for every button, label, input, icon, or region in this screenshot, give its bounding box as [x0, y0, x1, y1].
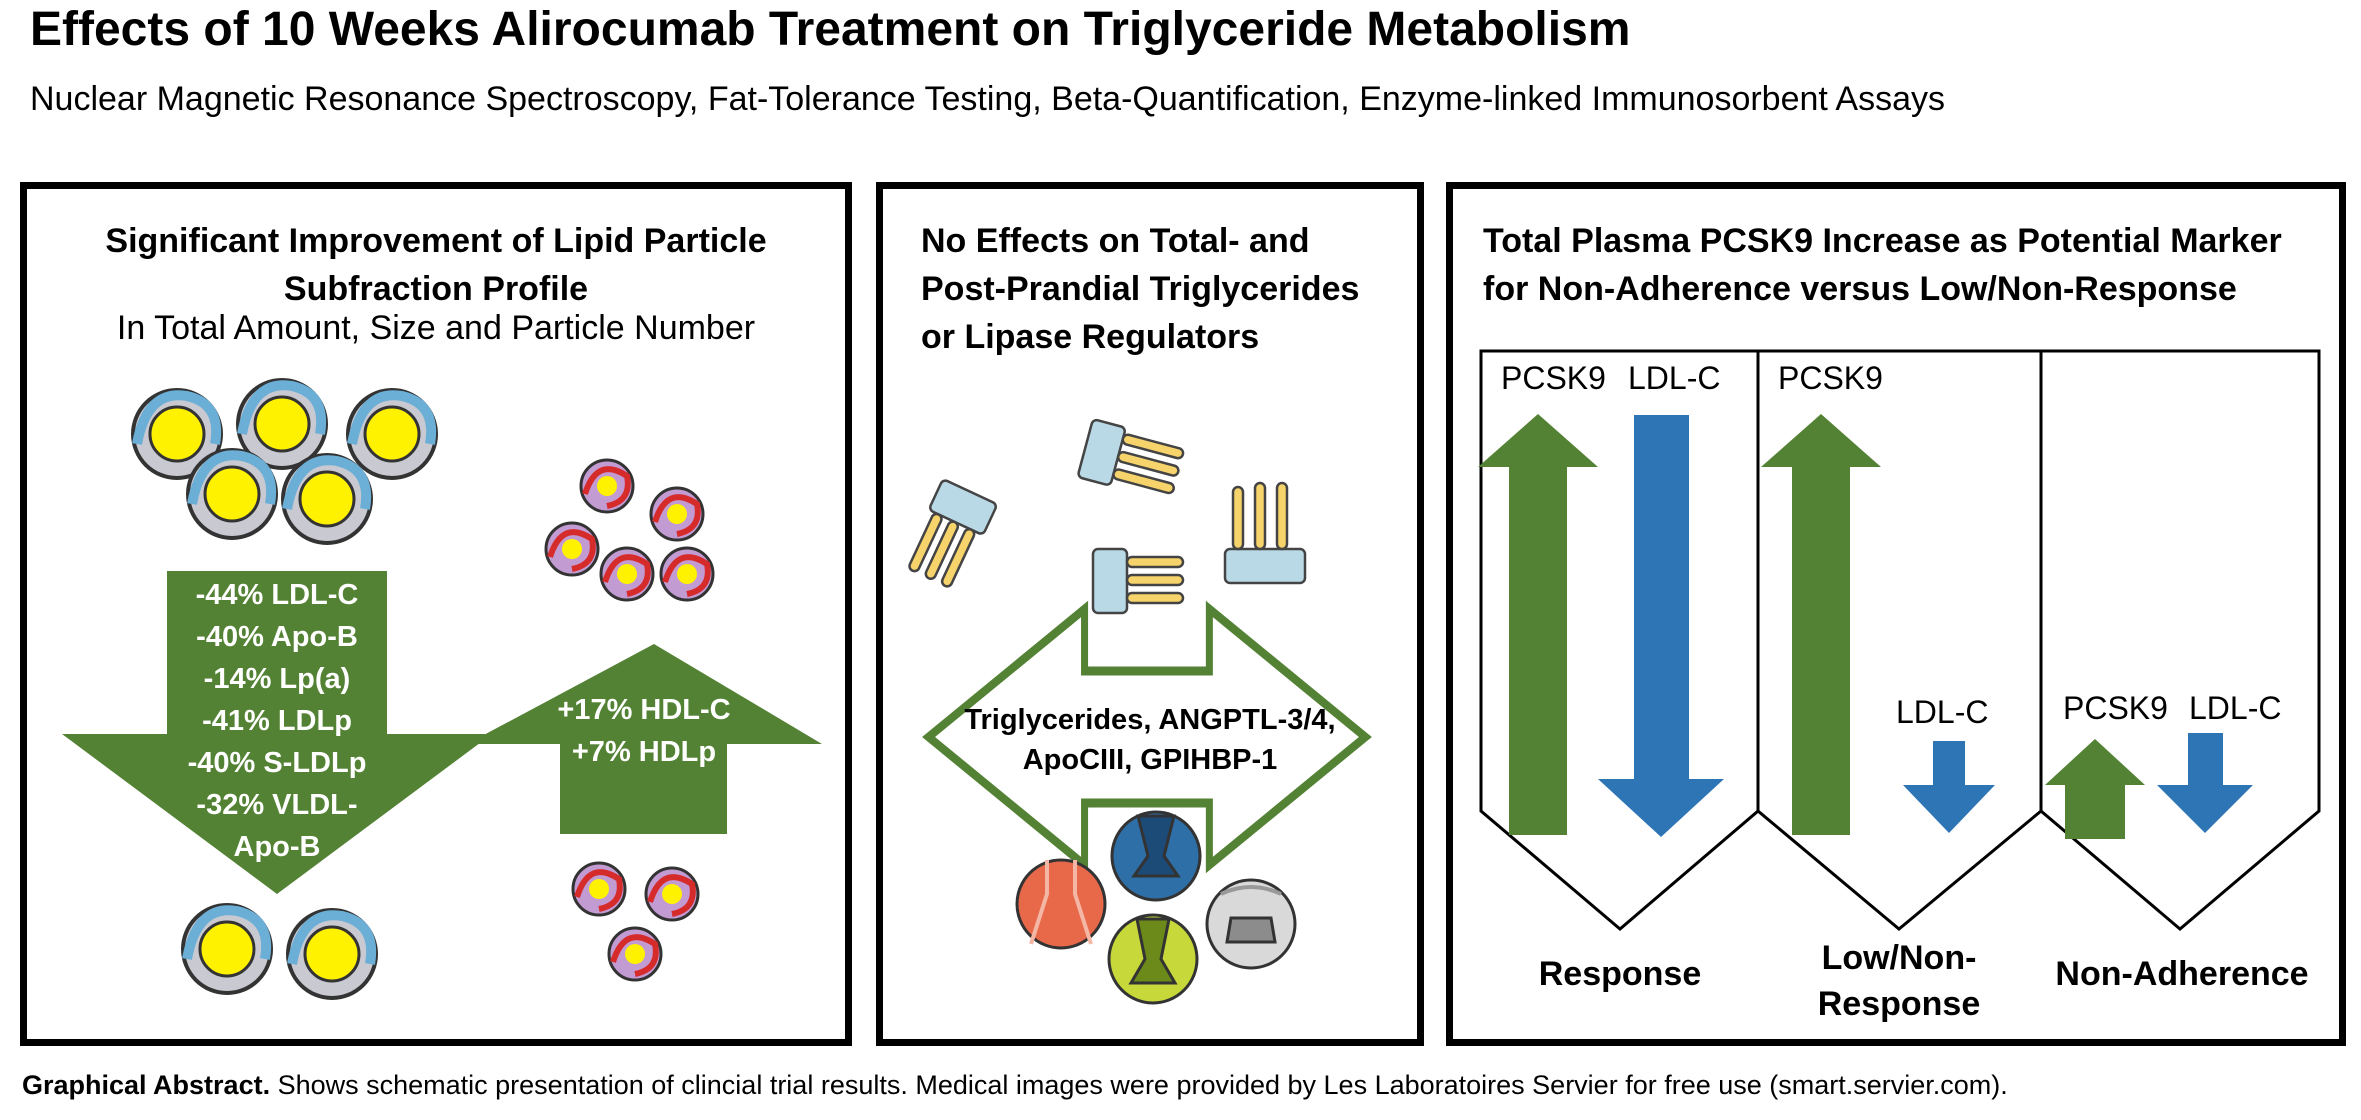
label-pcsk9: PCSK9 — [1501, 360, 1606, 396]
down-label: Apo-B — [234, 831, 321, 863]
panel3-title: Total Plasma PCSK9 Increase as Potential… — [1483, 217, 2282, 313]
up-label: +7% HDLp — [572, 736, 716, 768]
panel1-title-line2: Subfraction Profile — [283, 270, 589, 308]
panel-pcsk9-marker: Total Plasma PCSK9 Increase as Potential… — [1446, 182, 2346, 1046]
panel2-illustration: Triglycerides, ANGPTL-3/4, ApoCIII, GPIH… — [908, 418, 1372, 1005]
page-title: Effects of 10 Weeks Alirocumab Treatment… — [30, 3, 1631, 56]
panel2-title: No Effects on Total- and Post-Prandial T… — [921, 217, 1359, 361]
up-label: +17% HDL-C — [557, 694, 730, 726]
down-label: -32% VLDL- — [196, 789, 357, 821]
down-arrow-labels: -44% LDL-C -40% Apo-B -14% Lp(a) -41% LD… — [188, 579, 367, 863]
double-arrow — [922, 600, 1372, 874]
up-arrow-labels: +17% HDL-C +7% HDLp — [557, 694, 730, 768]
column-label-low-response-line2: Response — [1818, 985, 1981, 1023]
ldl-particle-cluster-bottom — [181, 903, 378, 1000]
column-label-low-response: Low/Non- — [1822, 939, 1977, 977]
receptor-icon — [1015, 810, 1297, 1005]
panel2-title-line1: No Effects on Total- and — [921, 222, 1310, 260]
arrow-label-line2: ApoCIII, GPIHBP-1 — [1023, 744, 1278, 776]
panel2-title-line2: Post-Prandial Triglycerides — [921, 270, 1360, 308]
caption-bold: Graphical Abstract. — [22, 1070, 271, 1100]
panel3-chart: PCSK9 LDL-C PCSK9 LDL-C PCSK9 LDL-C Resp… — [1478, 349, 2321, 1023]
panel3-title-line2: for Non-Adherence versus Low/Non-Respons… — [1483, 270, 2237, 308]
label-pcsk9: PCSK9 — [1778, 360, 1883, 396]
pcsk9-up-arrow — [1478, 414, 1598, 835]
down-label: -14% Lp(a) — [204, 663, 351, 695]
column-label-response: Response — [1539, 955, 1702, 993]
panel1-title: Significant Improvement of Lipid Particl… — [27, 217, 845, 313]
arrow-label-line1: Triglycerides, ANGPTL-3/4, — [964, 704, 1335, 736]
panel-lipid-profile: Significant Improvement of Lipid Particl… — [20, 182, 852, 1046]
column-label-non-adherence: Non-Adherence — [2055, 955, 2308, 993]
label-ldlc: LDL-C — [2189, 690, 2281, 726]
ldlc-down-arrow — [2157, 733, 2253, 833]
panel1-title-line1: Significant Improvement of Lipid Particl… — [105, 222, 767, 260]
panel2-title-line3: or Lipase Regulators — [921, 318, 1260, 356]
ldlc-down-arrow — [1598, 415, 1724, 837]
hdl-particle-cluster-bottom — [571, 861, 700, 982]
down-arrow — [62, 571, 492, 894]
label-ldlc: LDL-C — [1628, 360, 1720, 396]
panel1-illustration: -44% LDL-C -40% Apo-B -14% Lp(a) -41% LD… — [62, 378, 822, 1000]
ldlc-down-arrow — [1903, 741, 1995, 833]
panel-no-effects: No Effects on Total- and Post-Prandial T… — [876, 182, 1424, 1046]
caption-text: Shows schematic presentation of clincial… — [270, 1070, 2008, 1100]
lipase-icon — [908, 418, 1307, 615]
pcsk9-up-arrow — [1761, 414, 1881, 835]
label-pcsk9: PCSK9 — [2063, 690, 2168, 726]
down-label: -40% S-LDLp — [188, 747, 367, 779]
pcsk9-up-arrow — [2045, 739, 2145, 839]
up-arrow — [467, 644, 822, 834]
figure-caption: Graphical Abstract. Shows schematic pres… — [22, 1070, 2008, 1101]
column-non-adherence — [2039, 349, 2321, 931]
hdl-particle-cluster-top — [544, 458, 715, 602]
down-label: -44% LDL-C — [196, 579, 359, 611]
double-arrow-labels: Triglycerides, ANGPTL-3/4, ApoCIII, GPIH… — [964, 704, 1335, 776]
label-ldlc: LDL-C — [1896, 694, 1988, 730]
panel3-title-line1: Total Plasma PCSK9 Increase as Potential… — [1483, 222, 2282, 260]
down-label: -40% Apo-B — [196, 621, 358, 653]
page-subtitle: Nuclear Magnetic Resonance Spectroscopy,… — [30, 80, 1946, 118]
ldl-particle-cluster-top — [131, 378, 438, 545]
down-label: -41% LDLp — [202, 705, 352, 737]
panel1-subtitle: In Total Amount, Size and Particle Numbe… — [116, 309, 756, 347]
